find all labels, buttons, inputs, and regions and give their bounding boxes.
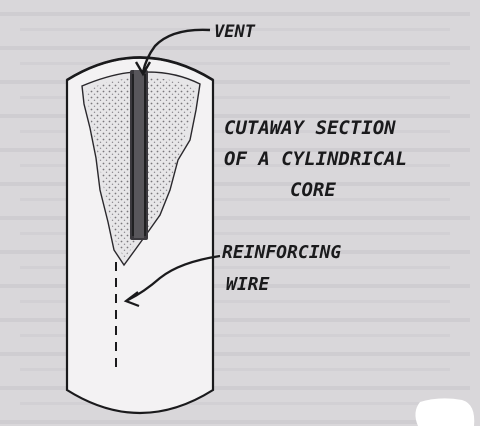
cylinder-top-rim: [66, 56, 214, 82]
caption-line-2: OF A CYLINDRICAL: [224, 148, 407, 170]
vent-channel-inner: [134, 70, 144, 238]
wire-label-line-1: REINFORCING: [222, 242, 341, 263]
wire-arrowhead: [123, 291, 140, 308]
vent-arrowhead: [134, 61, 152, 77]
white-sticker: [415, 398, 475, 426]
vent-arrow: [141, 28, 211, 73]
vent-label: VENT: [214, 22, 256, 42]
caption-line-3: CORE: [290, 179, 336, 201]
caption-line-1: CUTAWAY SECTION: [224, 117, 396, 139]
wire-label-line-2: WIRE: [226, 274, 270, 295]
wire-arrow: [127, 254, 221, 301]
